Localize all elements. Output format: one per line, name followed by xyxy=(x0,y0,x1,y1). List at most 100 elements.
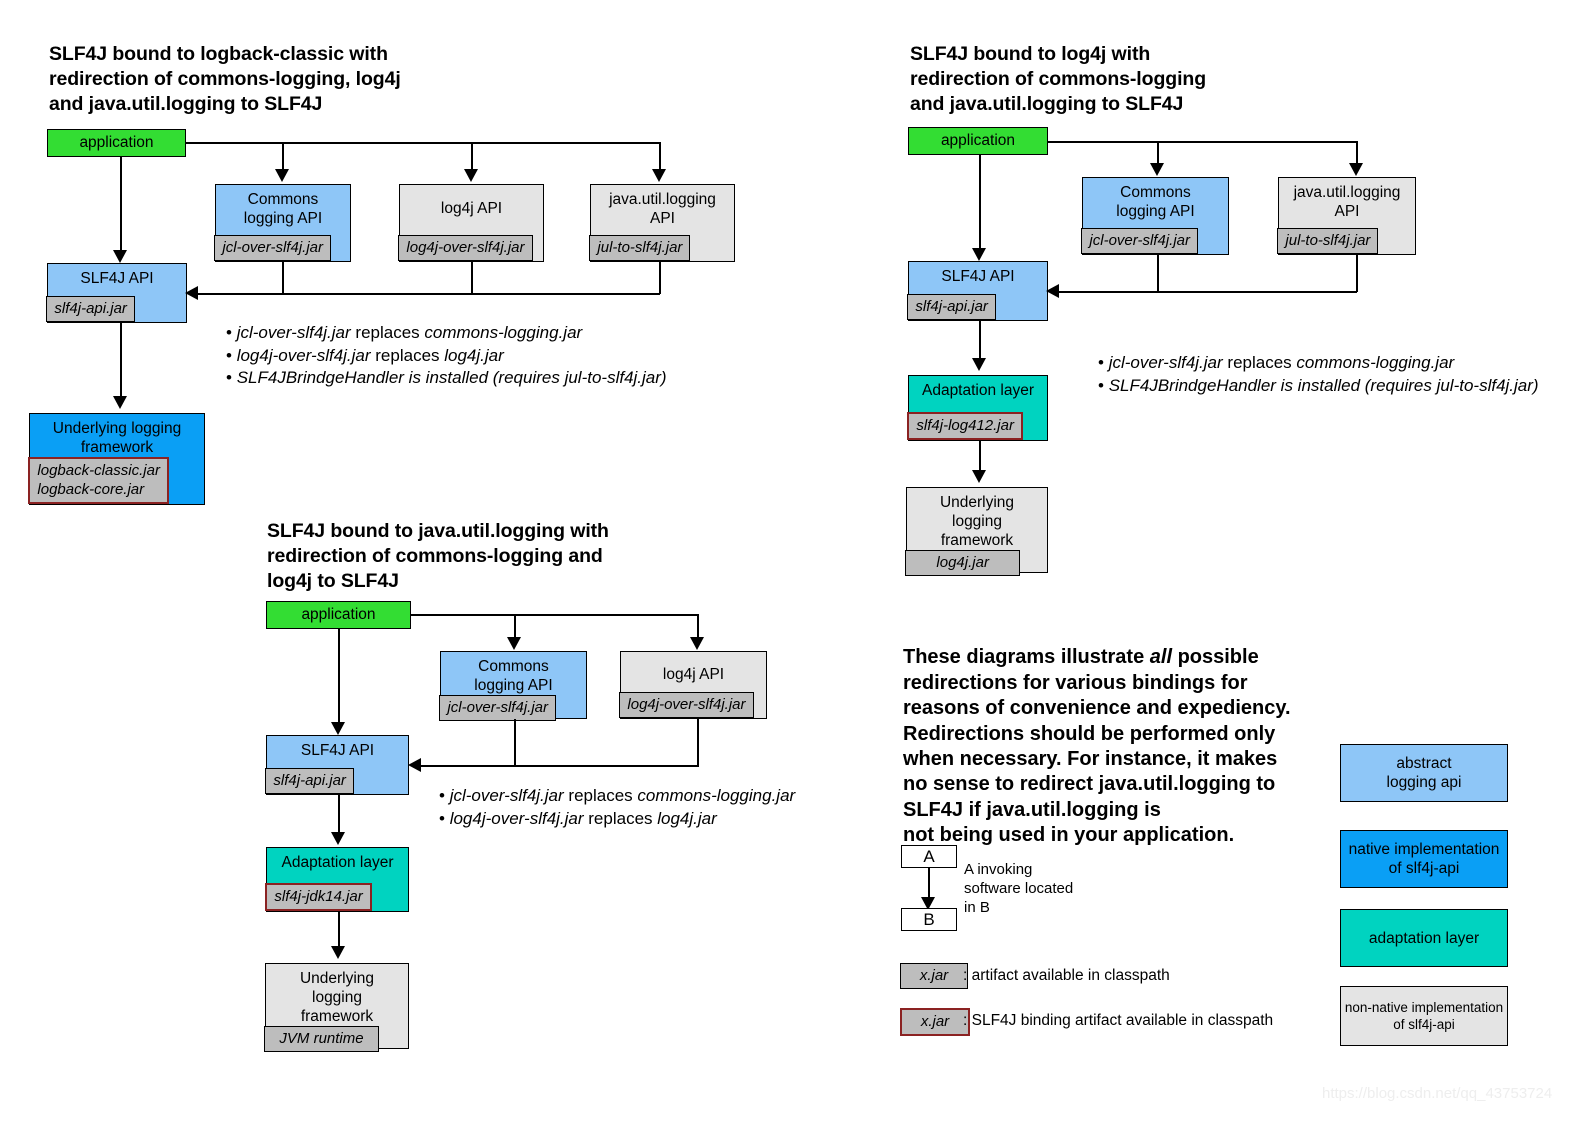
jar-chip: jcl-over-slf4j.jar xyxy=(214,235,331,261)
bullet-item: • log4j-over-slf4j.jar replaces log4j.ja… xyxy=(226,345,504,365)
jar-chip-wrap: jcl-over-slf4j.jar xyxy=(439,695,586,721)
node-commons-logging-api-log4j[interactable]: Commons logging API jcl-over-slf4j.jar xyxy=(1081,177,1229,255)
note-emphasis: all xyxy=(1149,646,1173,669)
node-java-util-logging-api-log4j[interactable]: java.util.logging API jul-to-slf4j.jar xyxy=(1277,177,1416,255)
edge-return-bus xyxy=(196,293,660,295)
legend-jar-chip-binding: x.jar xyxy=(900,1008,970,1036)
edge-commons-to-bus xyxy=(1157,255,1159,292)
bullet-list-log4j: • jcl-over-slf4j.jar replaces commons-lo… xyxy=(1098,352,1587,397)
arrowhead-down xyxy=(331,722,345,735)
jar-chip-wrap: jcl-over-slf4j.jar xyxy=(214,235,350,261)
node-underlying-framework-jul[interactable]: Underlying logging framework JVM runtime xyxy=(264,963,409,1052)
edge-bus-to-commons xyxy=(1157,141,1159,165)
jar-chip: log4j-over-slf4j.jar xyxy=(619,692,754,718)
node-underlying-framework-log4j[interactable]: Underlying logging framework log4j.jar xyxy=(905,487,1048,576)
edge-adaptation-to-underlying xyxy=(979,441,981,471)
jar-chip-wrap: jcl-over-slf4j.jar xyxy=(1081,228,1228,254)
arrowhead-down xyxy=(113,396,127,409)
jar-chip-wrap: JVM runtime xyxy=(264,1026,408,1052)
edge-bus-to-commons xyxy=(282,142,284,173)
legend-swatch-adaptation-layer: adaptation layer xyxy=(1340,909,1508,967)
legend-swatch-label: non-native implementation of slf4j-api xyxy=(1344,1000,1504,1032)
jar-chip: jul-to-slf4j.jar xyxy=(1277,228,1379,254)
edge-bus-to-log4japi xyxy=(697,614,699,639)
jar-chip-wrap: log4j-over-slf4j.jar xyxy=(398,235,543,261)
bullet-item: • jcl-over-slf4j.jar replaces commons-lo… xyxy=(226,323,583,342)
arrowhead-down xyxy=(921,897,935,910)
node-slf4j-api-jul[interactable]: SLF4J API slf4j-api.jar xyxy=(265,735,409,795)
node-label: Underlying logging framework xyxy=(52,420,182,456)
node-label: application xyxy=(940,132,1016,149)
legend-box-b-label: B xyxy=(923,909,935,929)
node-application-jul[interactable]: application xyxy=(266,601,411,629)
edge-log4japi-to-bus xyxy=(471,262,473,294)
node-slf4j-api-log4j[interactable]: SLF4J API slf4j-api.jar xyxy=(907,261,1048,321)
edge-jul-to-bus xyxy=(1356,255,1358,292)
jar-chip-binding: slf4j-jdk14.jar xyxy=(265,883,372,911)
arrowhead-left xyxy=(1046,284,1059,298)
edge-app-to-slf4japi xyxy=(979,155,981,248)
edge-slf4japi-to-underlying xyxy=(120,323,122,396)
bullet-item: • jcl-over-slf4j.jar replaces commons-lo… xyxy=(1098,353,1455,372)
node-label: SLF4J API xyxy=(941,268,1015,285)
node-application-log4j[interactable]: application xyxy=(908,127,1048,155)
node-log4j-api-logback[interactable]: log4j API log4j-over-slf4j.jar xyxy=(398,184,544,262)
jar-chip-wrap: jul-to-slf4j.jar xyxy=(589,235,734,261)
jar-chip: JVM runtime xyxy=(264,1026,379,1052)
legend-binding-row: x.jar xyxy=(900,1008,970,1036)
node-adaptation-layer-log4j[interactable]: Adaptation layer slf4j-log412.jar xyxy=(907,375,1048,441)
jar-chip-wrap: slf4j-api.jar xyxy=(46,296,186,322)
arrowhead-down xyxy=(275,169,289,182)
node-label: java.util.logging API xyxy=(1293,184,1401,220)
jar-chip: jcl-over-slf4j.jar xyxy=(1081,228,1198,254)
node-label: Adaptation layer xyxy=(921,382,1035,399)
node-application-logback[interactable]: application xyxy=(47,129,186,157)
node-adaptation-layer-jul[interactable]: Adaptation layer slf4j-jdk14.jar xyxy=(265,847,409,912)
jar-chip-wrap: slf4j-jdk14.jar xyxy=(265,883,408,911)
legend-binding-caption: : SLF4J binding artifact available in cl… xyxy=(963,1012,1274,1029)
bullet-list-logback: • jcl-over-slf4j.jar replaces commons-lo… xyxy=(226,322,667,390)
legend-swatch-native-implementation: native implementation of slf4j-api xyxy=(1340,830,1508,888)
legend-invoke-caption: A invoking software located in B xyxy=(964,861,1074,916)
legend-swatch-abstract-logging-api: abstract logging api xyxy=(1340,744,1508,802)
jar-chip-binding: slf4j-log412.jar xyxy=(907,412,1023,440)
jar-chip-wrap: slf4j-log412.jar xyxy=(907,412,1047,440)
node-label: SLF4J API xyxy=(80,270,154,287)
node-label: Commons logging API xyxy=(474,658,553,694)
arrowhead-down xyxy=(1349,163,1363,176)
bullet-list-jul: • jcl-over-slf4j.jar replaces commons-lo… xyxy=(439,785,795,830)
legend-artifact-row: x.jar xyxy=(900,963,968,989)
bullet-item: • SLF4JBrindgeHandler is installed (requ… xyxy=(226,368,667,387)
edge-log4japi-to-bus xyxy=(697,719,699,766)
arrowhead-down xyxy=(331,832,345,845)
node-label: Underlying logging framework xyxy=(299,970,375,1025)
jar-chip-wrap: logback-classic.jar logback-core.jar xyxy=(28,457,204,504)
node-slf4j-api-logback[interactable]: SLF4J API slf4j-api.jar xyxy=(46,263,187,323)
node-log4j-api-jul[interactable]: log4j API log4j-over-slf4j.jar xyxy=(619,651,767,719)
edge-commons-to-bus xyxy=(282,262,284,294)
jar-chip-wrap: slf4j-api.jar xyxy=(907,294,1047,320)
legend-box-b: B xyxy=(901,908,957,931)
legend-artifact-caption: : artifact available in classpath xyxy=(963,967,1170,984)
edge-bus-to-log4japi xyxy=(471,142,473,173)
node-java-util-logging-api-logback[interactable]: java.util.logging API jul-to-slf4j.jar xyxy=(589,184,735,262)
legend-box-a: A xyxy=(901,845,957,868)
jar-chip: log4j-over-slf4j.jar xyxy=(398,235,533,261)
node-label: log4j API xyxy=(662,666,725,683)
node-label: Commons logging API xyxy=(1116,184,1195,220)
bullet-item: • jcl-over-slf4j.jar replaces commons-lo… xyxy=(439,786,796,805)
note-part1: These diagrams illustrate xyxy=(903,646,1150,669)
node-label: Underlying logging framework xyxy=(939,494,1015,549)
arrowhead-down xyxy=(331,946,345,959)
watermark: https://blog.csdn.net/qq_43753724 xyxy=(1322,1085,1553,1102)
edge-slf4japi-to-adaptation xyxy=(979,321,981,358)
diagram-title-log4j: SLF4J bound to log4j with redirection of… xyxy=(910,43,1207,115)
node-commons-logging-api-jul[interactable]: Commons logging API jcl-over-slf4j.jar xyxy=(439,651,587,721)
node-underlying-framework-logback[interactable]: Underlying logging framework logback-cla… xyxy=(28,413,205,505)
jar-chip-wrap: log4j-over-slf4j.jar xyxy=(619,692,766,718)
legend-swatch-label: native implementation of slf4j-api xyxy=(1348,841,1500,877)
node-label: application xyxy=(79,134,154,151)
node-commons-logging-api-logback[interactable]: Commons logging API jcl-over-slf4j.jar xyxy=(214,184,351,262)
jar-chip: jcl-over-slf4j.jar xyxy=(439,695,556,721)
